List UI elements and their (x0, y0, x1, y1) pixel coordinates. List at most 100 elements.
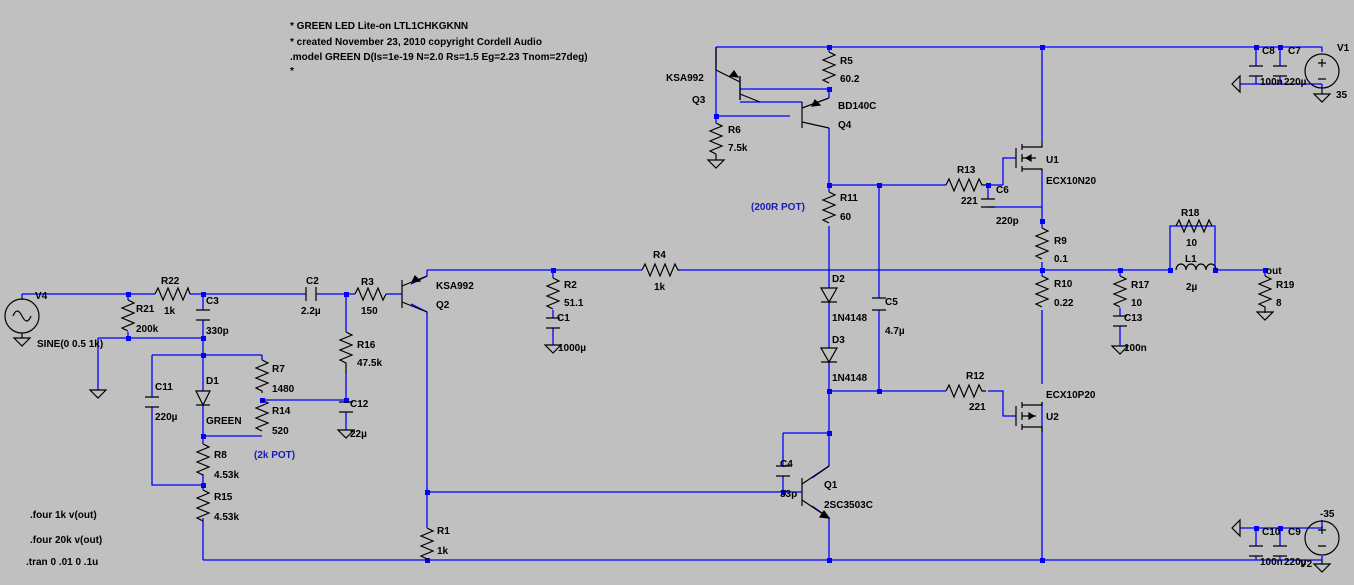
value-c5: 4.7µ (885, 326, 905, 337)
label-r18: R18 (1181, 208, 1200, 219)
note-r14: (2k POT) (254, 450, 295, 461)
value-l1: 2µ (1186, 282, 1198, 293)
directive-comment-4: * (290, 66, 294, 77)
label-u2: U2 (1046, 412, 1059, 423)
capacitor-c2 (305, 287, 317, 301)
resistor-r2 (545, 277, 561, 310)
label-r7: R7 (272, 364, 285, 375)
capacitor-c12 (339, 401, 353, 413)
value-c6: 220p (996, 216, 1019, 227)
label-v4: V4 (35, 291, 48, 302)
capacitor-c13 (1113, 315, 1127, 327)
label-d1: D1 (206, 376, 219, 387)
resistor-r8 (195, 443, 211, 476)
value-r3: 150 (361, 306, 378, 317)
value-c10: 100n (1260, 557, 1283, 568)
label-r5: R5 (840, 56, 853, 67)
label-v1: V1 (1337, 43, 1350, 54)
value-r1: 1k (437, 546, 449, 557)
resistor-r9 (1034, 227, 1050, 260)
label-r6: R6 (728, 125, 741, 136)
ground-icon (1312, 90, 1332, 103)
label-r1: R1 (437, 526, 450, 537)
transistor-q2 (401, 274, 428, 313)
ground-icon (336, 429, 356, 439)
label-r3: R3 (361, 277, 374, 288)
transistor-q3 (715, 47, 761, 103)
value-r5: 60.2 (840, 74, 860, 85)
directive-four-1k: .four 1k v(out) (30, 510, 97, 521)
model-u2: ECX10P20 (1046, 390, 1096, 401)
resistor-r4 (641, 262, 680, 278)
label-c8: C8 (1262, 46, 1275, 57)
value-r10: 0.22 (1054, 298, 1074, 309)
capacitor-c3 (196, 309, 210, 321)
label-c13: C13 (1124, 313, 1143, 324)
directive-tran: .tran 0 .01 0 .1u (26, 557, 98, 568)
resistor-r13 (945, 177, 986, 193)
label-v2: V2 (1300, 559, 1313, 570)
resistor-r3 (354, 286, 387, 302)
label-l1: L1 (1185, 254, 1197, 265)
label-q3: Q3 (692, 95, 706, 106)
diode-d1 (195, 390, 211, 407)
value-c4: 33p (780, 489, 797, 500)
resistor-r1 (419, 527, 435, 561)
resistor-r5 (821, 51, 837, 84)
label-c4: C4 (780, 459, 793, 470)
label-c2: C2 (306, 276, 319, 287)
junction-dots (126, 45, 1283, 563)
value-v2: -35 (1320, 509, 1335, 520)
value-r22: 1k (164, 306, 176, 317)
diodes (195, 287, 839, 407)
value-r16: 47.5k (357, 358, 382, 369)
label-c6: C6 (996, 185, 1009, 196)
resistor-r11 (821, 191, 837, 224)
resistor-r19 (1257, 275, 1273, 313)
value-r15: 4.53k (214, 512, 239, 523)
diode-d2 (819, 287, 839, 304)
resistor-r14 (254, 399, 270, 432)
label-q1: Q1 (824, 480, 838, 491)
transistors (401, 47, 1043, 519)
resistor-r10 (1034, 275, 1050, 308)
label-q2-model: KSA992 (436, 281, 474, 292)
spice-directives: * GREEN LED Lite-on LTL1CHKGKNN * create… (26, 21, 588, 568)
label-c10: C10 (1262, 527, 1281, 538)
model-d3: 1N4148 (832, 373, 867, 384)
directive-four-20k: .four 20k v(out) (30, 535, 102, 546)
ground-icon (1231, 518, 1241, 538)
directive-comment-2: * created November 23, 2010 copyright Co… (290, 37, 542, 48)
diode-d3 (819, 347, 839, 364)
resistor-r16 (338, 331, 354, 373)
capacitor-c8 (1249, 65, 1263, 77)
label-d2: D2 (832, 274, 845, 285)
label-c9: C9 (1288, 527, 1301, 538)
value-r9: 0.1 (1054, 254, 1068, 265)
label-r15: R15 (214, 492, 233, 503)
label-r2: R2 (564, 280, 577, 291)
value-r14: 520 (272, 426, 289, 437)
capacitor-c9 (1273, 545, 1287, 557)
capacitor-c10 (1249, 545, 1263, 557)
label-q2: Q2 (436, 300, 450, 311)
transistor-q1 (801, 465, 831, 519)
value-c8: 100n (1260, 77, 1283, 88)
resistor-r22 (154, 286, 191, 302)
value-c1: 1000µ (558, 343, 586, 354)
value-r11: 60 (840, 212, 852, 223)
ground-icon (1312, 560, 1332, 573)
label-c5: C5 (885, 297, 898, 308)
source-v1 (1304, 53, 1340, 89)
label-c11: C11 (155, 382, 173, 393)
ground-icon (12, 333, 32, 347)
label-c1: C1 (557, 313, 570, 324)
ground-icon (1231, 74, 1241, 94)
resistor-r15 (195, 489, 211, 522)
resistor-r17 (1112, 275, 1128, 308)
model-d1: GREEN (206, 416, 242, 427)
value-r4: 1k (654, 282, 666, 293)
component-labels: R5 60.2 KSA992 Q3 BD140C Q4 R6 7.5k R11 … (35, 43, 1350, 570)
label-q4-model: BD140C (838, 101, 876, 112)
value-c9: 220µ (1284, 557, 1307, 568)
